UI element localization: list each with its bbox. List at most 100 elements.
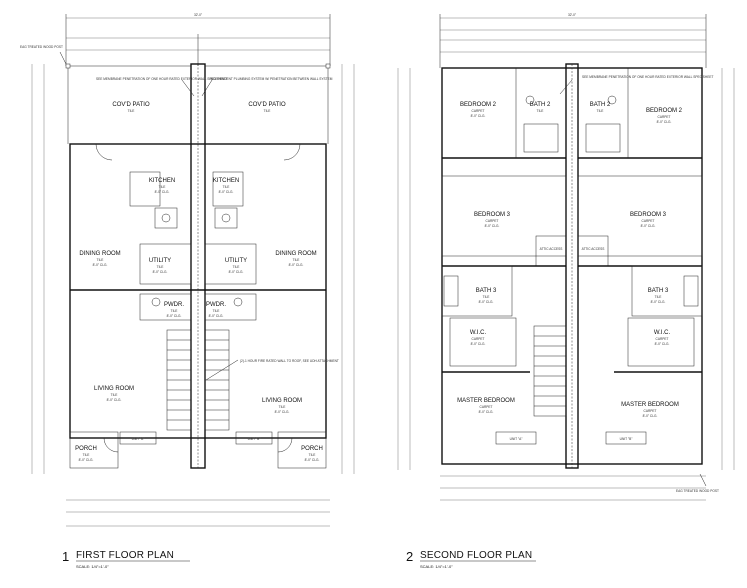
room-name: PWDR. <box>206 302 226 308</box>
plan1-number: 1 <box>62 549 69 564</box>
plan1-dimensions <box>31 14 355 527</box>
room-finish: TILE <box>279 405 286 409</box>
plan2-note-membrane: SEE MEMBRANE PENETRATION OF ONE HOUR RAT… <box>582 75 713 79</box>
room-name: BEDROOM 2 <box>646 108 683 114</box>
room-finish: TILE <box>83 453 90 457</box>
room-ceiling: 8'-0" CLG. <box>641 224 656 228</box>
unit-a-label: UNIT "A" <box>132 437 145 441</box>
room-ceiling: 8'-0" CLG. <box>229 270 244 274</box>
room-name: BATH 3 <box>476 288 497 294</box>
plan1-note-fire-wall: (2)-1 HOUR FIRE RATED WALL TO ROOF, SEE … <box>240 359 339 363</box>
room-name: DINING ROOM <box>275 251 316 257</box>
room-ceiling: 8'-0" CLG. <box>167 314 182 318</box>
room-finish: TILE <box>223 185 230 189</box>
room-finish: CARPET <box>642 219 655 223</box>
plan1-note-post: EAG TREATED WOOD POST <box>20 45 63 49</box>
room-finish: TILE <box>264 109 271 113</box>
attic-label: ATTIC ACCESS <box>582 247 605 251</box>
room-finish: TILE <box>171 309 178 313</box>
room-ceiling: 8'-0" CLG. <box>655 342 670 346</box>
room-finish: CARPET <box>658 115 671 119</box>
room-name: COV'D PATIO <box>112 102 150 108</box>
room-finish: TILE <box>233 265 240 269</box>
room-finish: CARPET <box>644 409 657 413</box>
room-ceiling: 8'-0" CLG. <box>651 300 666 304</box>
plan2-number: 2 <box>406 549 413 564</box>
room-name: KITCHEN <box>149 178 175 184</box>
unit-a-label: UNIT "A" <box>510 437 523 441</box>
plan1-title-block: 1 FIRST FLOOR PLAN SCALE: 1/4"=1'-0" <box>62 549 190 569</box>
room-name: PORCH <box>75 446 97 452</box>
plan2-title: SECOND FLOOR PLAN <box>420 550 532 561</box>
plan2-title-block: 2 SECOND FLOOR PLAN SCALE: 1/4"=1'-0" <box>406 549 536 569</box>
room-finish: CARPET <box>486 219 499 223</box>
room-finish: CARPET <box>656 337 669 341</box>
room-finish: TILE <box>309 453 316 457</box>
room-name: BATH 2 <box>590 102 611 108</box>
unit-b-label: UNIT "B" <box>248 437 261 441</box>
plan2-walls <box>441 63 703 469</box>
room-finish: TILE <box>128 109 135 113</box>
room-ceiling: 8'-0" CLG. <box>305 458 320 462</box>
room-name: PWDR. <box>164 302 184 308</box>
room-name: BEDROOM 3 <box>474 212 511 218</box>
room-name: LIVING ROOM <box>94 386 134 392</box>
room-ceiling: 8'-0" CLG. <box>289 263 304 267</box>
plan2-notes: SEE MEMBRANE PENETRATION OF ONE HOUR RAT… <box>559 75 719 493</box>
plan1-stairs <box>166 329 230 431</box>
room-name: W.I.C. <box>470 330 487 336</box>
room-name: BEDROOM 3 <box>630 212 667 218</box>
room-ceiling: 8'-0" CLG. <box>657 120 672 124</box>
plan1-walls <box>65 63 331 469</box>
room-finish: TILE <box>213 309 220 313</box>
room-finish: CARPET <box>472 109 485 113</box>
room-finish: CARPET <box>480 405 493 409</box>
plan1-scale: SCALE: 1/4"=1'-0" <box>76 564 109 569</box>
room-ceiling: 8'-0" CLG. <box>275 410 290 414</box>
plan1-top-dimension: 32'-0" <box>194 13 202 17</box>
room-ceiling: 8'-0" CLG. <box>479 410 494 414</box>
room-name: LIVING ROOM <box>262 398 302 404</box>
room-name: MASTER BEDROOM <box>457 398 515 404</box>
plan2-room-labels: BEDROOM 2 CARPET 8'-0" CLG. BEDROOM 2 CA… <box>457 102 682 441</box>
room-finish: TILE <box>159 185 166 189</box>
room-finish: TILE <box>97 258 104 262</box>
room-finish: TILE <box>111 393 118 397</box>
room-finish: TILE <box>483 295 490 299</box>
unit-b-label: UNIT "B" <box>620 437 633 441</box>
room-ceiling: 8'-0" CLG. <box>79 458 94 462</box>
attic-label: ATTIC ACCESS <box>540 247 563 251</box>
plan1-notes: SEE MEMBRANE PENETRATION OF ONE HOUR RAT… <box>20 45 339 381</box>
plan2-dimensions <box>397 14 735 501</box>
plan1-note-plumbing: INDEPENDENT PLUMBING SYSTEM W/ PENETRATI… <box>210 77 333 81</box>
room-ceiling: 8'-0" CLG. <box>643 414 658 418</box>
room-ceiling: 8'-0" CLG. <box>471 114 486 118</box>
plan1-title: FIRST FLOOR PLAN <box>76 550 174 561</box>
room-name: UTILITY <box>225 258 247 264</box>
room-ceiling: 8'-0" CLG. <box>93 263 108 267</box>
room-finish: TILE <box>293 258 300 262</box>
room-name: BATH 3 <box>648 288 669 294</box>
room-name: BEDROOM 2 <box>460 102 497 108</box>
room-name: UTILITY <box>149 258 171 264</box>
room-ceiling: 8'-0" CLG. <box>155 190 170 194</box>
room-ceiling: 8'-0" CLG. <box>209 314 224 318</box>
room-name: DINING ROOM <box>79 251 120 257</box>
room-finish: CARPET <box>472 337 485 341</box>
room-finish: TILE <box>655 295 662 299</box>
room-name: MASTER BEDROOM <box>621 402 679 408</box>
first-floor-plan: 32'-0" <box>20 13 355 569</box>
room-ceiling: 8'-0" CLG. <box>485 224 500 228</box>
plan2-stairs <box>533 325 567 417</box>
room-ceiling: 8'-0" CLG. <box>107 398 122 402</box>
room-ceiling: 8'-0" CLG. <box>479 300 494 304</box>
room-finish: TILE <box>157 265 164 269</box>
room-name: PORCH <box>301 446 323 452</box>
room-name: BATH 2 <box>530 102 551 108</box>
plan2-scale: SCALE: 1/4"=1'-0" <box>420 564 453 569</box>
second-floor-plan: 32'-0" <box>397 13 735 569</box>
room-ceiling: 8'-0" CLG. <box>153 270 168 274</box>
room-ceiling: 8'-0" CLG. <box>219 190 234 194</box>
room-name: W.I.C. <box>654 330 671 336</box>
